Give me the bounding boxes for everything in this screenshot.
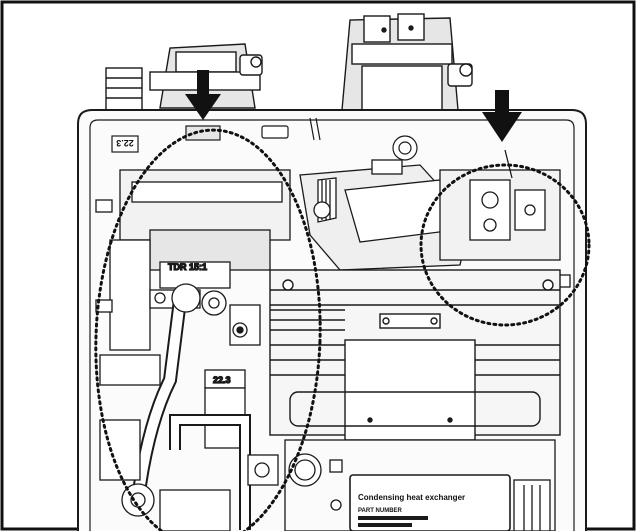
plate-line-2: PART NUMBER <box>358 508 403 514</box>
tdr-label: TDR 15:1 <box>168 262 207 272</box>
center-duct <box>299 159 471 271</box>
left-component-group: TDR 15:1 22.3 <box>95 169 291 531</box>
top-fittings <box>185 117 418 161</box>
dotted-ellipse-highlight <box>419 163 591 327</box>
plate-line-1: Condensing heat exchanger <box>358 493 465 502</box>
dotted-ellipse-highlight <box>94 128 322 531</box>
top-left-motor-housing <box>105 43 263 115</box>
top-left-tag: 22.3 <box>111 135 139 153</box>
down-arrow-icon <box>482 90 522 142</box>
down-arrow-icon <box>185 70 221 120</box>
heat-exchanger <box>269 269 561 441</box>
top-left-tag-text: 22.3 <box>116 138 134 148</box>
top-center-motor-housing <box>341 13 473 111</box>
rating-plate: Condensing heat exchanger PART NUMBER <box>349 474 511 531</box>
mid-tag: 22.3 <box>213 375 231 385</box>
